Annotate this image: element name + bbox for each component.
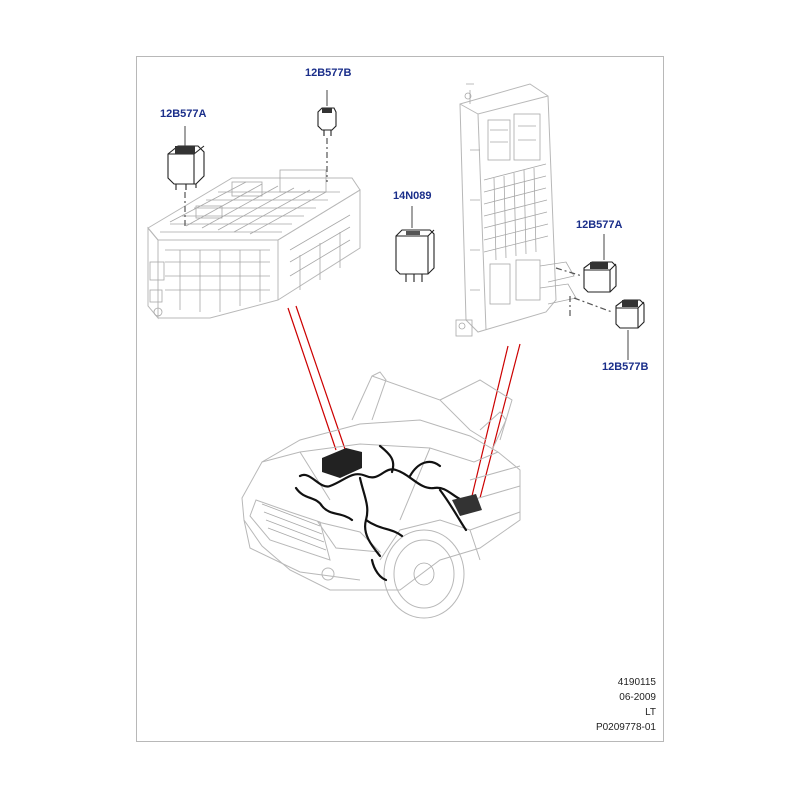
- relay-12b577a-right-shape: [555, 234, 617, 293]
- module-14n089-shape: [395, 206, 435, 282]
- diagram-frame: [136, 56, 664, 742]
- reference-block: 4190115 06-2009 LT P0209778-01: [536, 677, 656, 737]
- callout-12b577a-right: 12B577A: [576, 219, 623, 231]
- callout-14n089: 14N089: [393, 190, 432, 202]
- reference-code: LT: [645, 707, 656, 718]
- reference-date: 06-2009: [619, 692, 656, 703]
- red-leader-lines: [287, 305, 521, 499]
- callout-12b577b-left: 12B577B: [305, 67, 352, 79]
- reference-number: 4190115: [617, 677, 656, 688]
- engine-fuse-box: [147, 169, 361, 320]
- callout-12b577a-left: 12B577A: [160, 108, 207, 120]
- callout-12b577b-right: 12B577B: [602, 361, 649, 373]
- relay-12b577a-left-shape: [167, 145, 205, 226]
- vehicle-illustration: [241, 371, 521, 619]
- relay-12b577b-right-shape: [569, 296, 645, 360]
- reference-part-id: P0209778-01: [595, 722, 656, 733]
- interior-fuse-box: [455, 83, 577, 337]
- relay-12b577b-left-shape: [317, 90, 337, 182]
